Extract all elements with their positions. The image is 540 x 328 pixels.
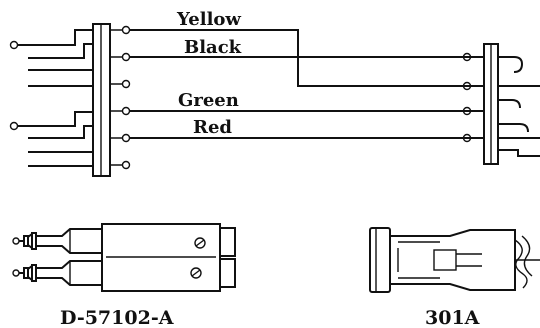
wire-label-yellow: Yellow [176,9,241,30]
left-terminal-screws [110,25,131,170]
wire-label-black: Black [184,37,242,58]
left-terminal-strip [92,23,111,177]
wire-label-green: Green [178,90,239,111]
left-input-wires [9,29,93,167]
plug-301a [369,227,540,293]
part-label-d57102a: D-57102-A [60,307,174,328]
wire-label-red: Red [193,117,232,138]
right-terminal-strip [462,43,540,165]
plug-d57102a [12,223,236,292]
part-label-301a: 301A [425,307,480,328]
